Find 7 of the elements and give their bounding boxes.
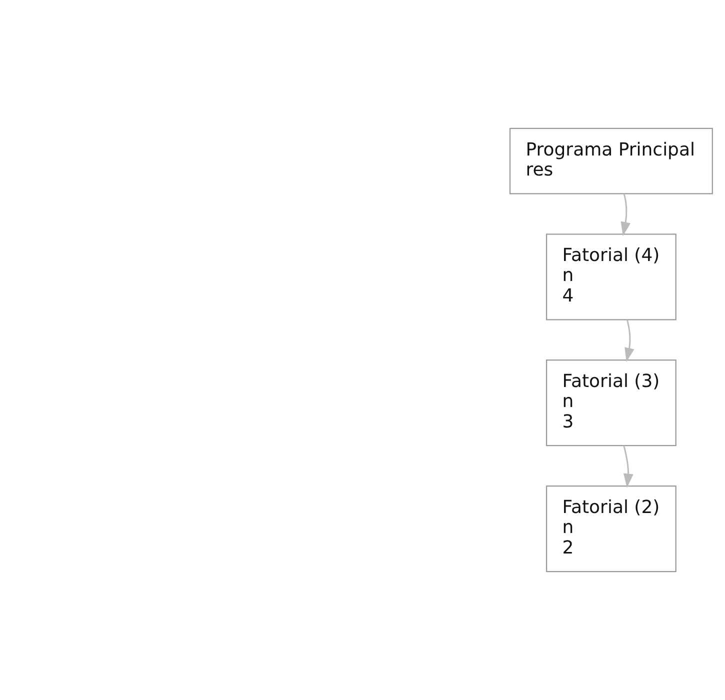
arrow bbox=[620, 194, 630, 236]
arrow bbox=[624, 320, 634, 362]
arrow bbox=[622, 446, 633, 488]
node-box: Programa Principal res bbox=[508, 128, 712, 194]
node-box: Fatorial (3) n 3 bbox=[546, 360, 676, 446]
node-box: Fatorial (4) n 4 bbox=[546, 234, 676, 320]
node-box: Fatorial (2) n 2 bbox=[546, 485, 676, 572]
